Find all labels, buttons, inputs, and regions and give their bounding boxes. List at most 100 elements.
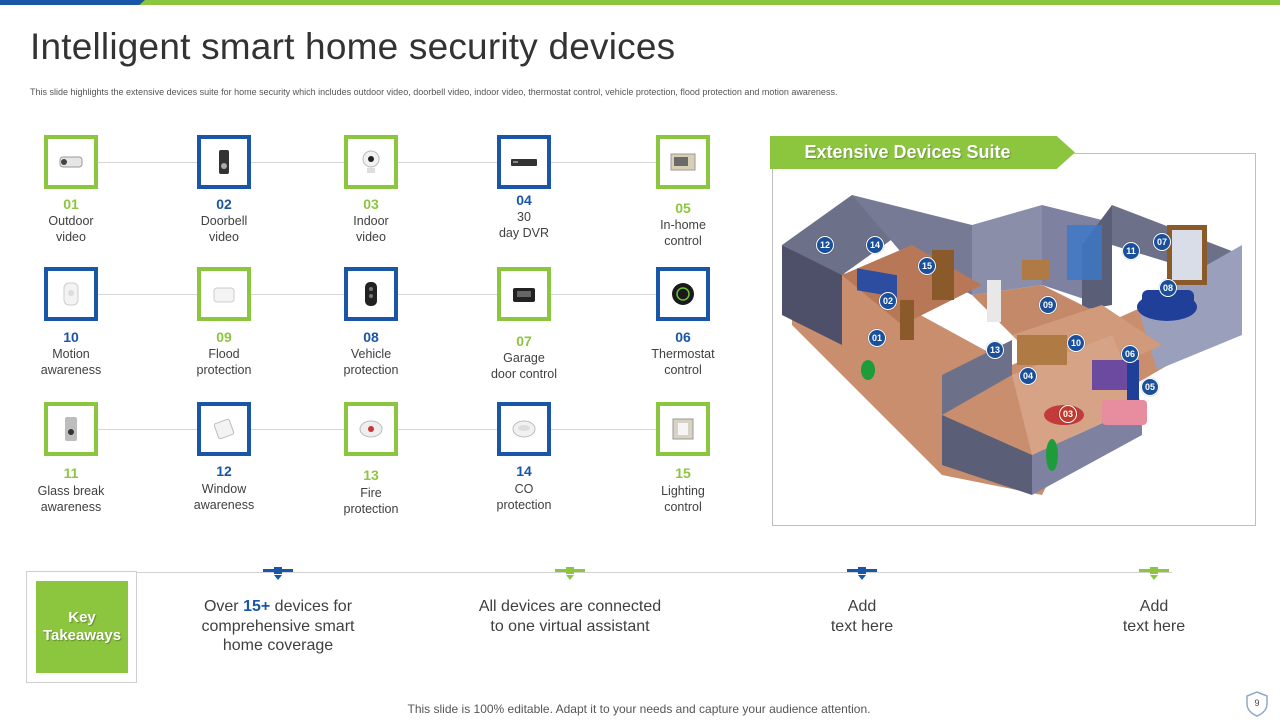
device-pin-13: 13 <box>986 341 1004 359</box>
device-pin-05: 05 <box>1141 378 1159 396</box>
device-tile <box>44 135 98 189</box>
device-number: 01 <box>63 196 79 212</box>
dvr-icon <box>511 159 537 166</box>
takeaway-marker-icon <box>555 567 585 581</box>
device-label: Glass break awareness <box>37 484 105 514</box>
page-subtitle: This slide highlights the extensive devi… <box>30 87 838 97</box>
device-pin-06: 06 <box>1121 345 1139 363</box>
indoor-camera-icon <box>362 150 380 173</box>
takeaway-marker-icon <box>847 567 877 581</box>
device-tile <box>44 267 98 321</box>
key-takeaways-line2: Takeaways <box>42 627 122 644</box>
takeaway-marker-icon <box>263 567 293 581</box>
window-sensor-icon <box>213 418 235 440</box>
device-tile <box>497 135 551 189</box>
takeaway-text: Add text here <box>1122 598 1186 635</box>
suite-banner: Extensive Devices Suite <box>770 136 1075 169</box>
device-label: Doorbell video <box>200 214 248 244</box>
device-tile <box>197 135 251 189</box>
device-tile <box>344 402 398 456</box>
takeaway-highlight: 15+ <box>243 598 271 615</box>
device-label: Outdoor video <box>48 214 94 244</box>
co-detector-icon <box>512 420 536 438</box>
device-pin-01: 01 <box>868 329 886 347</box>
device-label: Thermostat control <box>651 347 715 377</box>
device-pin-09: 09 <box>1039 296 1057 314</box>
key-takeaways-line1: Key <box>68 609 96 626</box>
flood-sensor-icon <box>213 287 235 303</box>
device-tile <box>197 402 251 456</box>
top-accent-bar-blue <box>0 0 145 5</box>
device-tile <box>344 267 398 321</box>
device-label: In-home control <box>660 218 706 248</box>
device-label: Vehicle protection <box>343 347 399 377</box>
device-number: 11 <box>63 465 79 481</box>
device-pin-02: 02 <box>879 292 897 310</box>
device-number: 06 <box>675 329 691 345</box>
device-pin-14: 14 <box>866 236 884 254</box>
device-tile <box>656 267 710 321</box>
device-number: 02 <box>216 196 232 212</box>
page-number: 9 <box>1254 698 1260 708</box>
device-label: Indoor video <box>353 214 389 244</box>
device-label: 30 day DVR <box>498 210 550 240</box>
takeaway-text: Over 15+ devices for comprehensive smart… <box>201 598 355 654</box>
device-pin-12: 12 <box>816 236 834 254</box>
takeaway-text: All devices are connected to one virtual… <box>478 598 662 635</box>
takeaway-text: Add text here <box>830 598 894 635</box>
page-number-badge: 9 <box>1245 691 1269 717</box>
device-number: 15 <box>675 465 691 481</box>
page-title: Intelligent smart home security devices <box>30 26 676 67</box>
top-accent-bar <box>0 0 1280 5</box>
device-number: 10 <box>63 329 79 345</box>
suite-title: Extensive Devices Suite <box>804 142 1011 162</box>
takeaways-connector <box>137 572 1172 573</box>
takeaway-marker-icon <box>1139 567 1169 581</box>
device-number: 04 <box>516 192 532 208</box>
device-tile <box>497 402 551 456</box>
device-label: Fire protection <box>343 486 399 516</box>
thermostat-icon <box>672 283 694 305</box>
device-number: 14 <box>516 463 532 479</box>
device-tile <box>656 135 710 189</box>
device-pin-04: 04 <box>1019 367 1037 385</box>
car-key-icon <box>365 282 377 306</box>
device-number: 05 <box>675 200 691 216</box>
device-number: 12 <box>216 463 232 479</box>
footer-note: This slide is 100% editable. Adapt it to… <box>407 702 871 716</box>
smoke-detector-icon <box>359 420 383 438</box>
outdoor-camera-icon <box>59 156 83 168</box>
garage-controller-icon <box>513 288 535 302</box>
shield-icon <box>1246 691 1268 717</box>
device-pin-15: 15 <box>918 257 936 275</box>
device-pin-11: 11 <box>1122 242 1140 260</box>
light-switch-icon <box>672 418 694 440</box>
device-label: Flood protection <box>196 347 252 377</box>
device-number: 13 <box>363 467 379 483</box>
device-number: 09 <box>216 329 232 345</box>
device-tile <box>344 135 398 189</box>
control-panel-icon <box>670 153 696 171</box>
device-number: 08 <box>363 329 379 345</box>
device-label: CO protection <box>496 482 552 512</box>
device-pin-07: 07 <box>1153 233 1171 251</box>
takeaways-frame <box>26 571 137 683</box>
device-label: Garage door control <box>490 351 557 381</box>
motion-sensor-icon <box>63 282 79 306</box>
device-pin-08: 08 <box>1159 279 1177 297</box>
device-label: Window awareness <box>193 482 255 512</box>
device-tile <box>656 402 710 456</box>
device-pin-03: 03 <box>1059 405 1077 423</box>
device-tile <box>197 267 251 321</box>
device-number: 03 <box>363 196 379 212</box>
doorbell-icon <box>219 150 229 174</box>
device-pin-10: 10 <box>1067 334 1085 352</box>
device-label: Lighting control <box>661 484 705 514</box>
glass-break-sensor-icon <box>65 417 77 441</box>
device-tile <box>44 402 98 456</box>
device-number: 07 <box>516 333 532 349</box>
device-tile <box>497 267 551 321</box>
device-label: Motion awareness <box>40 347 102 377</box>
house-illustration <box>782 195 1242 495</box>
